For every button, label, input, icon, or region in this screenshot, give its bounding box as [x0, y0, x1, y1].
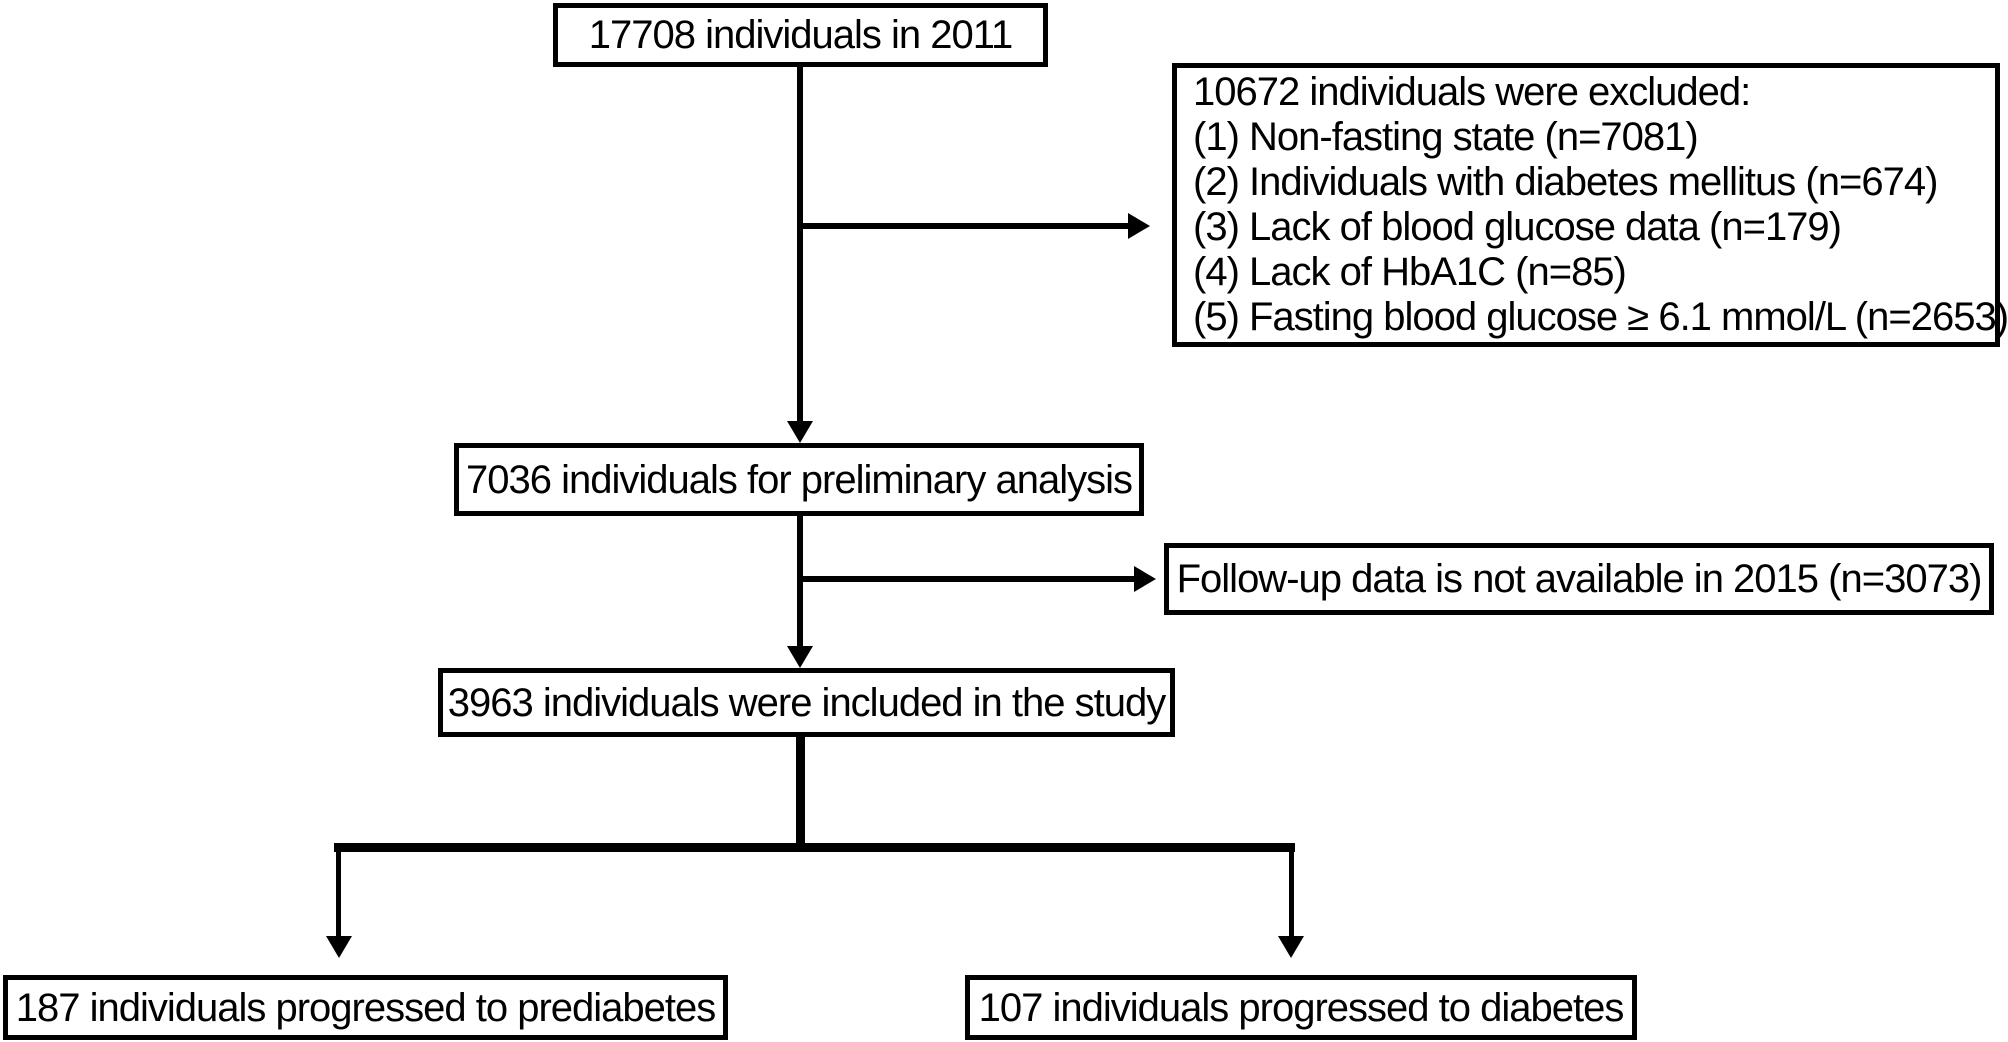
- outcome-prediabetes-label: 187 individuals progressed to prediabete…: [15, 985, 716, 1030]
- arrowhead-right-followup-icon: [1134, 566, 1156, 592]
- preliminary-analysis-label: 7036 individuals for preliminary analysi…: [465, 457, 1133, 502]
- split-horizontal-bar: [334, 843, 1295, 852]
- box-exclusion-criteria: 10672 individuals were excluded: (1) Non…: [1172, 63, 2008, 347]
- initial-cohort-label: 17708 individuals in 2011: [588, 13, 1013, 57]
- box-preliminary-analysis: 7036 individuals for preliminary analysi…: [454, 443, 1144, 516]
- exclusion-title: 10672 individuals were excluded:: [1193, 70, 1751, 114]
- arrowhead-down-diabetes-icon: [1278, 936, 1304, 958]
- exclusion-item-3: (3) Lack of blood glucose data (n=179): [1193, 205, 1842, 249]
- followup-unavailable-label: Follow-up data is not available in 2015 …: [1176, 557, 1983, 601]
- included-in-study-label: 3963 individuals were included in the st…: [447, 680, 1166, 725]
- connector-included-to-split: [796, 737, 805, 843]
- box-initial-cohort: 17708 individuals in 2011: [553, 3, 1048, 67]
- arrowhead-right-exclusion-icon: [1128, 213, 1150, 239]
- arrowhead-down-prediabetes-icon: [326, 936, 352, 958]
- arrowhead-down-included-icon: [787, 646, 813, 668]
- exclusion-item-5: (5) Fasting blood glucose ≥ 6.1 mmol/L (…: [1193, 295, 2008, 339]
- exclusion-item-4: (4) Lack of HbA1C (n=85): [1193, 250, 1627, 294]
- box-outcome-prediabetes: 187 individuals progressed to prediabete…: [3, 975, 728, 1040]
- box-included-in-study: 3963 individuals were included in the st…: [438, 668, 1175, 737]
- connector-to-followup-box: [797, 576, 1134, 582]
- connector-to-diabetes: [1289, 852, 1294, 936]
- connector-initial-to-preliminary: [797, 65, 803, 421]
- exclusion-item-1: (1) Non-fasting state (n=7081): [1193, 115, 1699, 159]
- connector-to-prediabetes: [336, 852, 341, 936]
- outcome-diabetes-label: 107 individuals progressed to diabetes: [978, 985, 1625, 1030]
- exclusion-item-2: (2) Individuals with diabetes mellitus (…: [1193, 160, 1938, 204]
- arrowhead-down-preliminary-icon: [787, 421, 813, 443]
- box-followup-unavailable: Follow-up data is not available in 2015 …: [1164, 543, 1994, 615]
- box-outcome-diabetes: 107 individuals progressed to diabetes: [965, 975, 1637, 1040]
- connector-to-exclusion-box: [797, 223, 1128, 229]
